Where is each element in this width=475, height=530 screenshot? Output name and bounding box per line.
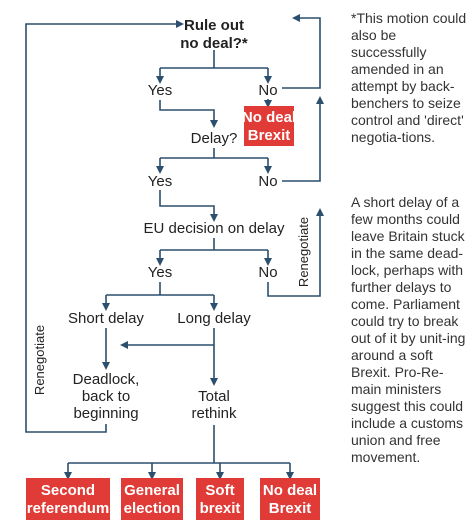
no-deal-brexit-box	[244, 106, 294, 146]
no-deal-brexit-label: No deal	[242, 109, 296, 126]
question-delay: Delay?	[191, 130, 238, 147]
answer-no-2: No	[258, 173, 277, 190]
renegotiate-right-label: Renegotiate	[296, 217, 311, 287]
outcome-second-referendum-box	[26, 478, 110, 520]
answer-yes-2: Yes	[148, 173, 172, 190]
deadlock-line3: beginning	[73, 405, 138, 422]
deadlock-line2: back to	[82, 388, 130, 405]
footnote-motion-amendment: *This motion could also be successfully …	[351, 10, 467, 145]
note-short-delay: A short delay of a few months could leav…	[351, 194, 466, 465]
outcome-no-deal-brexit: No deal	[263, 482, 317, 499]
total-rethink: Total	[198, 388, 230, 405]
question-rule-out-no-deal-line2: no deal?*	[180, 35, 248, 52]
outcome-general-election-box	[121, 478, 183, 520]
deadlock-back-to-beginning: Deadlock,	[73, 371, 140, 388]
connectors	[25, 14, 324, 480]
answer-no-1: No	[258, 82, 277, 99]
eu-decision-on-delay: EU decision on delay	[144, 220, 285, 237]
outcome-second-referendum-line2: referendum	[27, 500, 110, 517]
outcome-soft-brexit-box	[196, 478, 244, 520]
outcome-second-referendum: Second	[41, 482, 95, 499]
outcome-general-election-line2: election	[124, 500, 181, 517]
short-delay: Short delay	[68, 310, 144, 327]
outcome-soft-brexit: Soft	[205, 482, 234, 499]
brexit-flowchart: Rule out no deal?* Yes No No deal Brexit…	[25, 14, 324, 520]
long-delay: Long delay	[177, 310, 251, 327]
outcome-soft-brexit-line2: brexit	[200, 500, 241, 517]
total-rethink-line2: rethink	[191, 405, 237, 422]
answer-yes-1: Yes	[148, 82, 172, 99]
outcome-no-deal-brexit-box	[260, 478, 320, 520]
answer-no-3: No	[258, 264, 277, 281]
question-rule-out-no-deal: Rule out	[184, 17, 244, 34]
renegotiate-left-label: Renegotiate	[32, 325, 47, 395]
answer-yes-3: Yes	[148, 264, 172, 281]
outcome-no-deal-brexit-line2: Brexit	[269, 500, 312, 517]
no-deal-brexit-label-line2: Brexit	[248, 127, 291, 144]
outcome-general-election: General	[124, 482, 180, 499]
